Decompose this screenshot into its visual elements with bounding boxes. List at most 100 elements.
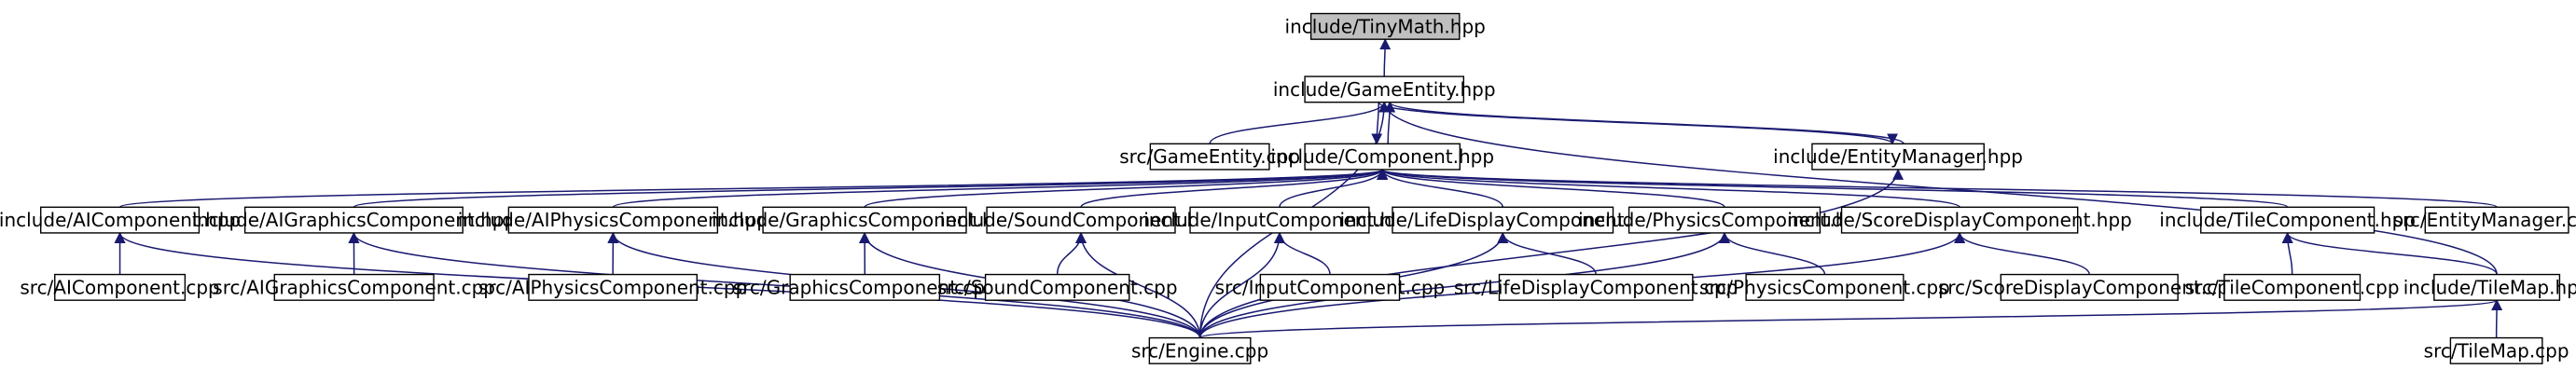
edge-aigraphics_h-to-component_h [353,168,1388,209]
node-label: include/ScoreDisplayComponent.hpp [1787,209,2131,231]
node-label: include/InputComponent.hpp [1143,209,1416,231]
node-aicomponent_cpp[interactable]: src/AIComponent.cpp [20,273,220,301]
node-label: src/InputComponent.cpp [1215,276,1446,298]
edge-scoredisplay_h-to-component_h [1377,168,1960,209]
node-sound_cpp[interactable]: src/SoundComponent.cpp [937,273,1178,301]
edge-physics_cpp-to-physics_h [1719,231,1826,275]
nodes-layer: include/TinyMath.hpp include/GameEntity.h… [0,12,2576,364]
node-box [2433,273,2561,301]
edge-engine_cpp-to-tilemap_h [1198,299,2502,339]
node-tile_cpp[interactable]: src/TileComponent.cpp [2185,273,2400,301]
node-label: src/AIComponent.cpp [20,276,219,298]
node-box [1840,206,2079,234]
edge-graphics_h-to-component_h [864,168,1388,209]
node-gameentity_h[interactable]: include/GameEntity.hpp [1273,75,1496,103]
node-label: include/SoundComponent.hpp [940,209,1223,231]
node-component_h[interactable]: include/Component.hpp [1270,143,1494,171]
node-physics_cpp[interactable]: src/PhysicsComponent.cpp [1699,273,1950,301]
node-label: include/EntityManager.hpp [1773,145,2023,168]
node-box [1304,143,1461,171]
node-graphics_cpp[interactable]: src/GraphicsComponent.cpp [733,273,997,301]
node-box [1627,206,1821,234]
edge-gameentity_h-to-entitymanager_h [1378,102,1898,145]
edge-scoredisplay_cpp-to-scoredisplay_h [1954,231,2090,275]
node-box [2449,336,2543,364]
edge-component_h-to-gameentity_h [1384,101,1396,144]
node-label: include/Component.hpp [1270,145,1494,168]
node-aiphysics_h[interactable]: include/AIPhysicsComponent.hpp [458,206,769,234]
edge-sound_h-to-component_h [1080,168,1389,209]
node-label: include/TileMap.hpp [2403,276,2576,298]
edge-input_cpp-to-input_h [1273,231,1331,275]
node-label: include/AIPhysicsComponent.hpp [458,209,769,231]
node-entitymanager_h[interactable]: include/EntityManager.hpp [1773,143,2023,171]
node-box [984,273,1130,301]
edge-aicomponent_h-to-component_h [118,168,1388,209]
node-box [2200,206,2375,234]
node-tilemap_cpp[interactable]: src/TileMap.cpp [2424,336,2569,364]
node-box [1309,12,1461,40]
edge-lifedisplay_cpp-to-lifedisplay_h [1497,231,1597,275]
node-label: src/AIGraphicsComponent.cpp [213,276,495,298]
edge-engine_cpp-to-sound_h [1075,231,1201,338]
node-sound_h[interactable]: include/SoundComponent.hpp [940,206,1223,234]
node-box [762,206,967,234]
node-lifedisplay_h[interactable]: include/LifeDisplayComponent.hpp [1339,206,1666,234]
node-label: src/TileComponent.cpp [2185,276,2400,298]
node-label: src/TileMap.cpp [2424,339,2569,362]
node-label: src/AIPhysicsComponent.cpp [478,276,747,298]
node-box [1259,273,1401,301]
node-lifedisplay_cpp[interactable]: src/LifeDisplayComponent.cpp [1454,273,1738,301]
node-graphics_h[interactable]: include/GraphicsComponent.hpp [712,206,1018,234]
edge-engine_cpp-to-aigraphics_h [348,231,1201,338]
node-tile_h[interactable]: include/TileComponent.hpp [2159,206,2416,234]
edges-layer [114,38,2503,339]
edge-entitymanager_cpp-to-component_h [1377,168,2498,209]
node-label: include/GameEntity.hpp [1273,78,1496,101]
node-aiphysics_cpp[interactable]: src/AIPhysicsComponent.cpp [478,273,747,301]
node-box [1745,273,1904,301]
edge-tile_h-to-component_h [1377,168,2289,209]
node-physics_h[interactable]: include/PhysicsComponent.hpp [1578,206,1871,234]
node-input_cpp[interactable]: src/InputComponent.cpp [1215,273,1446,301]
node-label: include/TinyMath.hpp [1285,15,1486,37]
node-box [986,206,1176,234]
edge-tile_cpp-to-tile_h [2281,231,2293,275]
node-box [54,273,187,301]
node-label: include/AIGraphicsComponent.hpp [192,209,517,231]
node-gameentity_cpp[interactable]: src/GameEntity.cpp [1119,143,1300,171]
edge-aiphysics_h-to-component_h [612,168,1388,209]
node-label: include/LifeDisplayComponent.hpp [1339,209,1666,231]
node-label: src/GraphicsComponent.cpp [733,276,997,298]
node-label: src/GameEntity.cpp [1119,145,1300,168]
node-box [273,273,435,301]
node-label: include/PhysicsComponent.hpp [1578,209,1871,231]
node-entitymanager_cpp[interactable]: src/EntityManager.cpp [2393,206,2576,234]
node-box [1148,336,1252,364]
node-label: src/LifeDisplayComponent.cpp [1454,276,1738,298]
edge-physics_h-to-component_h [1377,168,1725,209]
node-aigraphics_cpp[interactable]: src/AIGraphicsComponent.cpp [213,273,495,301]
edge-engine_cpp-to-input_h [1198,231,1285,338]
node-scoredisplay_cpp[interactable]: src/ScoreDisplayComponent.cpp [1938,273,2241,301]
node-scoredisplay_h[interactable]: include/ScoreDisplayComponent.hpp [1787,206,2132,234]
node-label: include/AIComponent.hpp [0,209,241,231]
node-box [1498,273,1694,301]
node-box [243,206,464,234]
node-aicomponent_h[interactable]: include/AIComponent.hpp [0,206,241,234]
node-box [1189,206,1370,234]
node-label: src/PhysicsComponent.cpp [1699,276,1950,298]
node-box [1149,143,1270,171]
node-tilemap_h[interactable]: include/TileMap.hpp [2403,273,2576,301]
node-input_h[interactable]: include/InputComponent.hpp [1143,206,1416,234]
node-aigraphics_h[interactable]: include/AIGraphicsComponent.hpp [192,206,517,234]
node-box [1392,206,1614,234]
node-box [2000,273,2179,301]
node-box [2223,273,2361,301]
node-label: src/SoundComponent.cpp [937,276,1178,298]
node-label: include/GraphicsComponent.hpp [712,209,1018,231]
node-engine_cpp[interactable]: src/Engine.cpp [1131,336,1268,364]
node-tinymath[interactable]: include/TinyMath.hpp [1285,12,1486,40]
edge-tilemap_h-to-tile_h [2281,231,2498,275]
